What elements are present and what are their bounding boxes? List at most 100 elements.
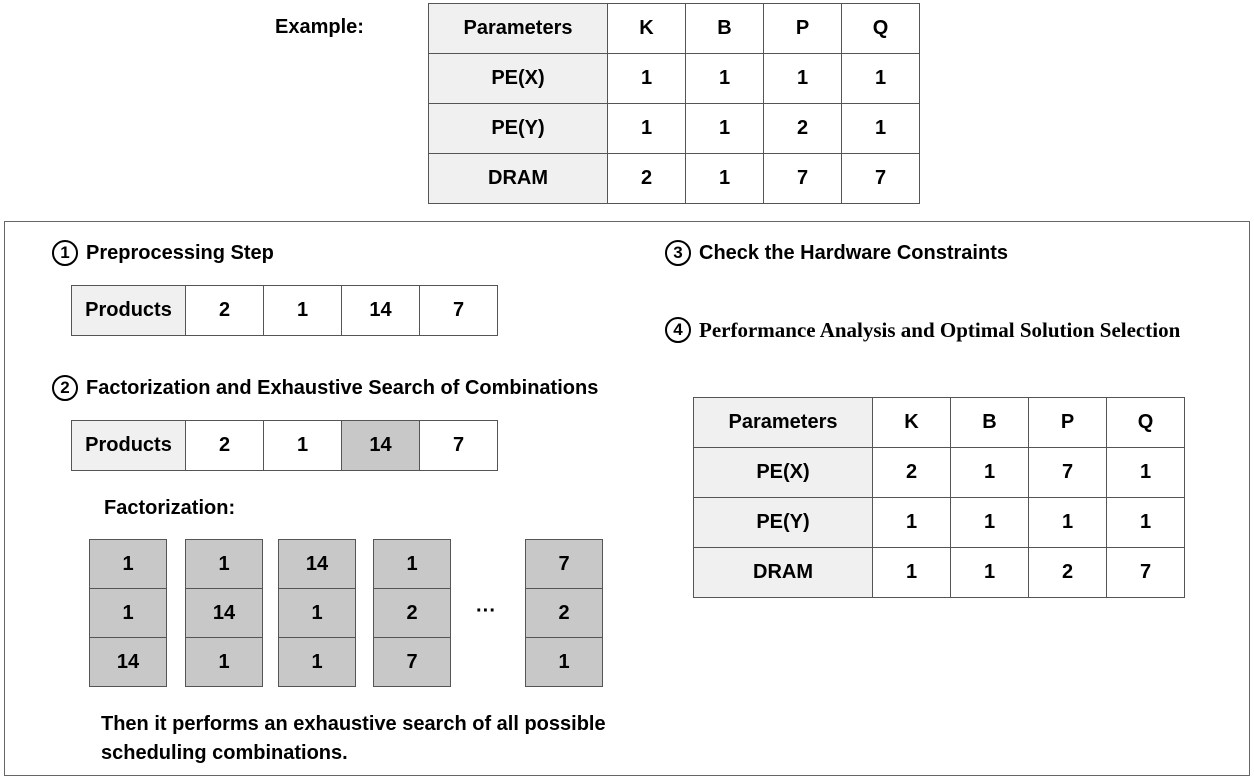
step2-heading: 2 Factorization and Exhaustive Search of… [52,375,598,401]
exhaustive-search-note: Then it performs an exhaustive search of… [101,710,606,768]
factor-cell: 1 [278,588,356,638]
example-row: PE(Y) 1 1 2 1 [428,103,920,154]
factor-cell: 1 [185,539,263,589]
factor-cell: 14 [89,637,167,687]
example-row-label: PE(X) [428,53,608,104]
optimal-cell: 1 [872,547,951,598]
factor-cell: 14 [278,539,356,589]
optimal-cell: 1 [1106,497,1185,548]
factor-cell: 1 [278,637,356,687]
optimal-row-label: PE(Y) [693,497,873,548]
optimal-row-label: PE(X) [693,447,873,498]
step3-title: Check the Hardware Constraints [699,241,1008,264]
factor-cell: 1 [185,637,263,687]
optimal-cell: 2 [1028,547,1107,598]
step4-title: Performance Analysis and Optimal Solutio… [699,317,1181,342]
step3-heading: 3 Check the Hardware Constraints [665,240,1008,266]
factor-cell: 14 [185,588,263,638]
factor-cell: 1 [89,539,167,589]
product-cell: 14 [341,285,420,336]
step2-products-table: Products 2 1 14 7 [71,420,498,471]
optimal-header-cell: Q [1106,397,1185,448]
example-cell: 1 [607,53,686,104]
optimal-row: DRAM 1 1 2 7 [693,547,1185,598]
factor-cell: 1 [89,588,167,638]
example-cell: 2 [607,153,686,204]
factor-cell: 2 [373,588,451,638]
step1-products-table: Products 2 1 14 7 [71,285,498,336]
optimal-cell: 1 [1028,497,1107,548]
optimal-cell: 1 [950,447,1029,498]
factor-cell: 7 [373,637,451,687]
step1-heading: 1 Preprocessing Step [52,240,274,266]
example-header-cell: Parameters [428,3,608,54]
step1-title: Preprocessing Step [86,241,274,264]
example-header-row: Parameters K B P Q [428,3,920,54]
example-cell: 7 [763,153,842,204]
optimal-header-cell: Parameters [693,397,873,448]
example-cell: 1 [607,103,686,154]
example-cell: 1 [685,103,764,154]
ellipsis: ··· [476,600,496,622]
factor-cell: 1 [373,539,451,589]
product-cell: 2 [185,420,264,471]
step4-number: 4 [665,317,691,343]
optimal-row: PE(X) 2 1 7 1 [693,447,1185,498]
optimal-cell: 1 [950,497,1029,548]
optimal-header-cell: K [872,397,951,448]
example-row: PE(X) 1 1 1 1 [428,53,920,104]
example-header-cell: Q [841,3,920,54]
product-cell: 2 [185,285,264,336]
step3-number: 3 [665,240,691,266]
factorization-column: 7 2 1 [525,539,603,687]
optimal-header-cell: P [1028,397,1107,448]
example-cell: 1 [763,53,842,104]
example-row-label: DRAM [428,153,608,204]
factorization-label: Factorization: [104,497,236,519]
optimal-cell: 1 [950,547,1029,598]
example-cell: 1 [685,53,764,104]
example-cell: 7 [841,153,920,204]
step4-heading: 4 Performance Analysis and Optimal Solut… [665,317,1180,343]
example-cell: 1 [841,103,920,154]
optimal-cell: 2 [872,447,951,498]
product-cell: 7 [419,285,498,336]
optimal-cell: 1 [1106,447,1185,498]
optimal-row: PE(Y) 1 1 1 1 [693,497,1185,548]
factor-cell: 7 [525,539,603,589]
step2-title: Factorization and Exhaustive Search of C… [86,376,599,399]
product-cell-highlighted: 14 [341,420,420,471]
product-cell: 1 [263,285,342,336]
optimal-row-label: DRAM [693,547,873,598]
products-label: Products [71,420,186,471]
factor-cell: 1 [525,637,603,687]
step2-number: 2 [52,375,78,401]
optimal-cell: 7 [1106,547,1185,598]
factor-cell: 2 [525,588,603,638]
note-line: scheduling combinations. [101,742,348,764]
example-cell: 1 [841,53,920,104]
example-cell: 2 [763,103,842,154]
example-table: Parameters K B P Q PE(X) 1 1 1 1 PE(Y) 1… [428,3,920,204]
example-label: Example: [275,16,364,38]
example-header-cell: P [763,3,842,54]
example-header-cell: K [607,3,686,54]
process-frame [4,221,1250,776]
optimal-cell: 7 [1028,447,1107,498]
optimal-cell: 1 [872,497,951,548]
factorization-column: 1 2 7 [373,539,451,687]
example-cell: 1 [685,153,764,204]
product-cell: 1 [263,420,342,471]
example-header-cell: B [685,3,764,54]
product-cell: 7 [419,420,498,471]
step1-number: 1 [52,240,78,266]
factorization-column: 14 1 1 [278,539,356,687]
example-row-label: PE(Y) [428,103,608,154]
note-line: Then it performs an exhaustive search of… [101,713,606,735]
optimal-header-row: Parameters K B P Q [693,397,1185,448]
products-label: Products [71,285,186,336]
factorization-column: 1 14 1 [185,539,263,687]
optimal-solution-table: Parameters K B P Q PE(X) 2 1 7 1 PE(Y) 1… [693,397,1185,598]
example-row: DRAM 2 1 7 7 [428,153,920,204]
optimal-header-cell: B [950,397,1029,448]
